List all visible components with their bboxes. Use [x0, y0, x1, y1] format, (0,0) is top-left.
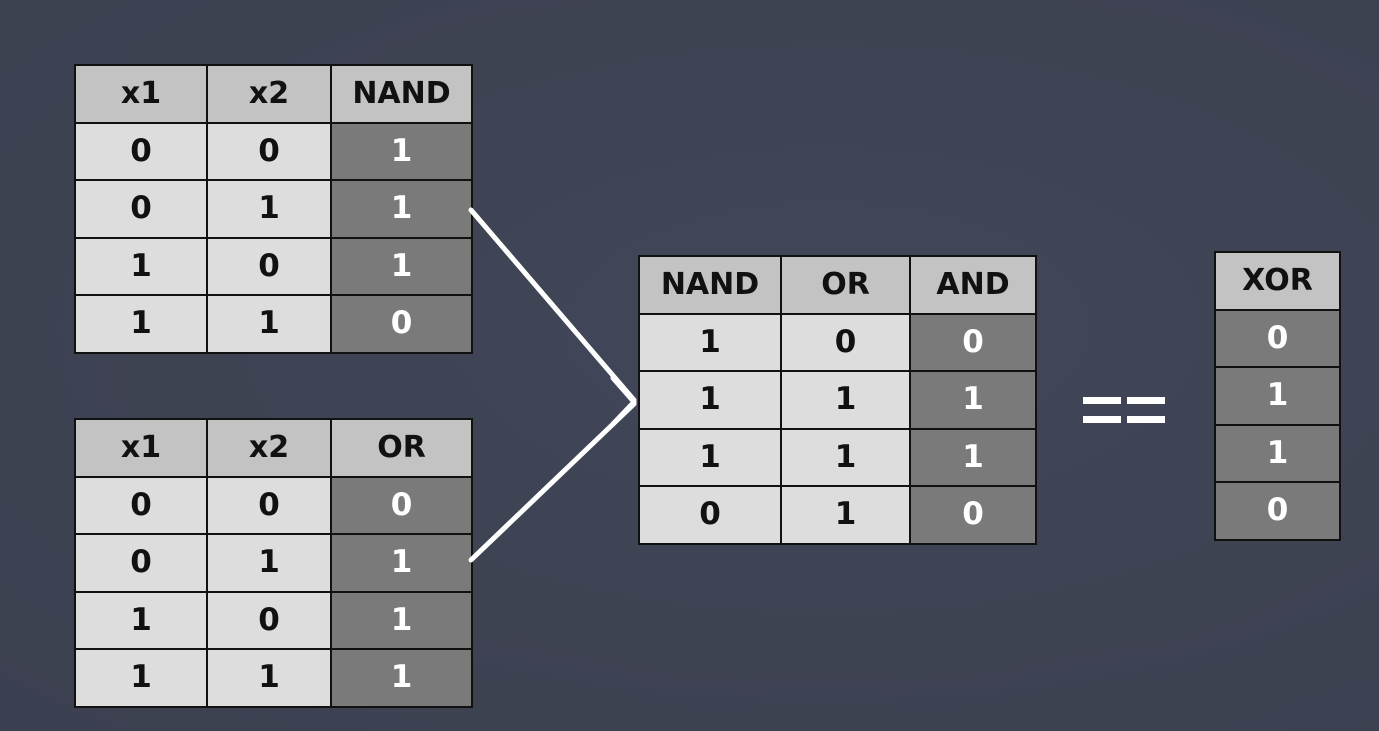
- input-cell: 0: [74, 533, 208, 593]
- input-cell: 1: [206, 533, 332, 593]
- xor-truth-table: XOR 0 1 1 0: [1214, 251, 1341, 541]
- output-cell: 1: [1214, 423, 1341, 483]
- table-row: 0 0 0: [74, 475, 473, 535]
- table-row: 1 1 1: [638, 370, 1037, 430]
- input-cell: 0: [206, 590, 332, 650]
- output-cell: 1: [330, 590, 473, 650]
- output-cell: 1: [909, 370, 1037, 430]
- input-cell: 1: [74, 236, 208, 296]
- table-row: 1 1 1: [74, 648, 473, 708]
- input-cell: 0: [638, 485, 782, 545]
- column-header: XOR: [1214, 251, 1341, 311]
- output-cell: 0: [1214, 308, 1341, 368]
- column-header: OR: [330, 418, 473, 478]
- table-header-row: x1 x2 NAND: [74, 64, 473, 124]
- column-header: OR: [780, 255, 911, 315]
- input-cell: 0: [206, 475, 332, 535]
- or-truth-table: x1 x2 OR 0 0 0 0 1 1 1 0 1 1 1 1: [74, 418, 473, 708]
- table-row: 0 0 1: [74, 121, 473, 181]
- column-header: NAND: [330, 64, 473, 124]
- input-cell: 0: [74, 475, 208, 535]
- table-row: 1 0 0: [638, 312, 1037, 372]
- nand-truth-table: x1 x2 NAND 0 0 1 0 1 1 1 0 1 1 1 0: [74, 64, 473, 354]
- arrow-right-icon: [468, 207, 637, 403]
- output-cell: 1: [330, 236, 473, 296]
- output-cell: 0: [909, 485, 1037, 545]
- input-cell: 1: [638, 427, 782, 487]
- double-equals-icon: [1080, 393, 1168, 427]
- input-cell: 1: [638, 312, 782, 372]
- input-cell: 0: [780, 312, 911, 372]
- table-header-row: x1 x2 OR: [74, 418, 473, 478]
- input-cell: 1: [206, 648, 332, 708]
- table-row: 1 1 1: [638, 427, 1037, 487]
- equals-bar: [1083, 416, 1121, 423]
- output-cell: 1: [1214, 366, 1341, 426]
- column-header: NAND: [638, 255, 782, 315]
- output-cell: 1: [330, 648, 473, 708]
- column-header: x2: [206, 64, 332, 124]
- table-row: 0 1 1: [74, 179, 473, 239]
- arrow-right-icon: [468, 401, 637, 563]
- table-row: 1 0 1: [74, 236, 473, 296]
- input-cell: 1: [74, 648, 208, 708]
- table-row: 0: [1214, 481, 1341, 541]
- column-header: x1: [74, 418, 208, 478]
- and-truth-table: NAND OR AND 1 0 0 1 1 1 1 1 1 0 1 0: [638, 255, 1037, 545]
- output-cell: 0: [909, 312, 1037, 372]
- input-cell: 0: [74, 121, 208, 181]
- table-header-row: NAND OR AND: [638, 255, 1037, 315]
- output-cell: 1: [330, 121, 473, 181]
- output-cell: 0: [330, 294, 473, 354]
- input-cell: 1: [780, 370, 911, 430]
- input-cell: 1: [74, 294, 208, 354]
- table-row: 1 0 1: [74, 590, 473, 650]
- input-cell: 0: [206, 121, 332, 181]
- equals-bar: [1127, 416, 1165, 423]
- input-cell: 0: [74, 179, 208, 239]
- output-cell: 0: [1214, 481, 1341, 541]
- input-cell: 1: [638, 370, 782, 430]
- table-row: 0: [1214, 308, 1341, 368]
- table-row: 1 1 0: [74, 294, 473, 354]
- table-row: 1: [1214, 423, 1341, 483]
- input-cell: 1: [206, 179, 332, 239]
- input-cell: 1: [74, 590, 208, 650]
- arrowhead-icon: [610, 375, 637, 427]
- output-cell: 1: [909, 427, 1037, 487]
- table-row: 0 1 1: [74, 533, 473, 593]
- output-cell: 1: [330, 179, 473, 239]
- output-cell: 1: [330, 533, 473, 593]
- table-row: 0 1 0: [638, 485, 1037, 545]
- input-cell: 1: [206, 294, 332, 354]
- input-cell: 1: [780, 427, 911, 487]
- input-cell: 0: [206, 236, 332, 296]
- equals-bar: [1083, 397, 1121, 404]
- output-cell: 0: [330, 475, 473, 535]
- table-row: 1: [1214, 366, 1341, 426]
- column-header: x1: [74, 64, 208, 124]
- column-header: AND: [909, 255, 1037, 315]
- input-cell: 1: [780, 485, 911, 545]
- equals-bar: [1127, 397, 1165, 404]
- column-header: x2: [206, 418, 332, 478]
- table-header-row: XOR: [1214, 251, 1341, 311]
